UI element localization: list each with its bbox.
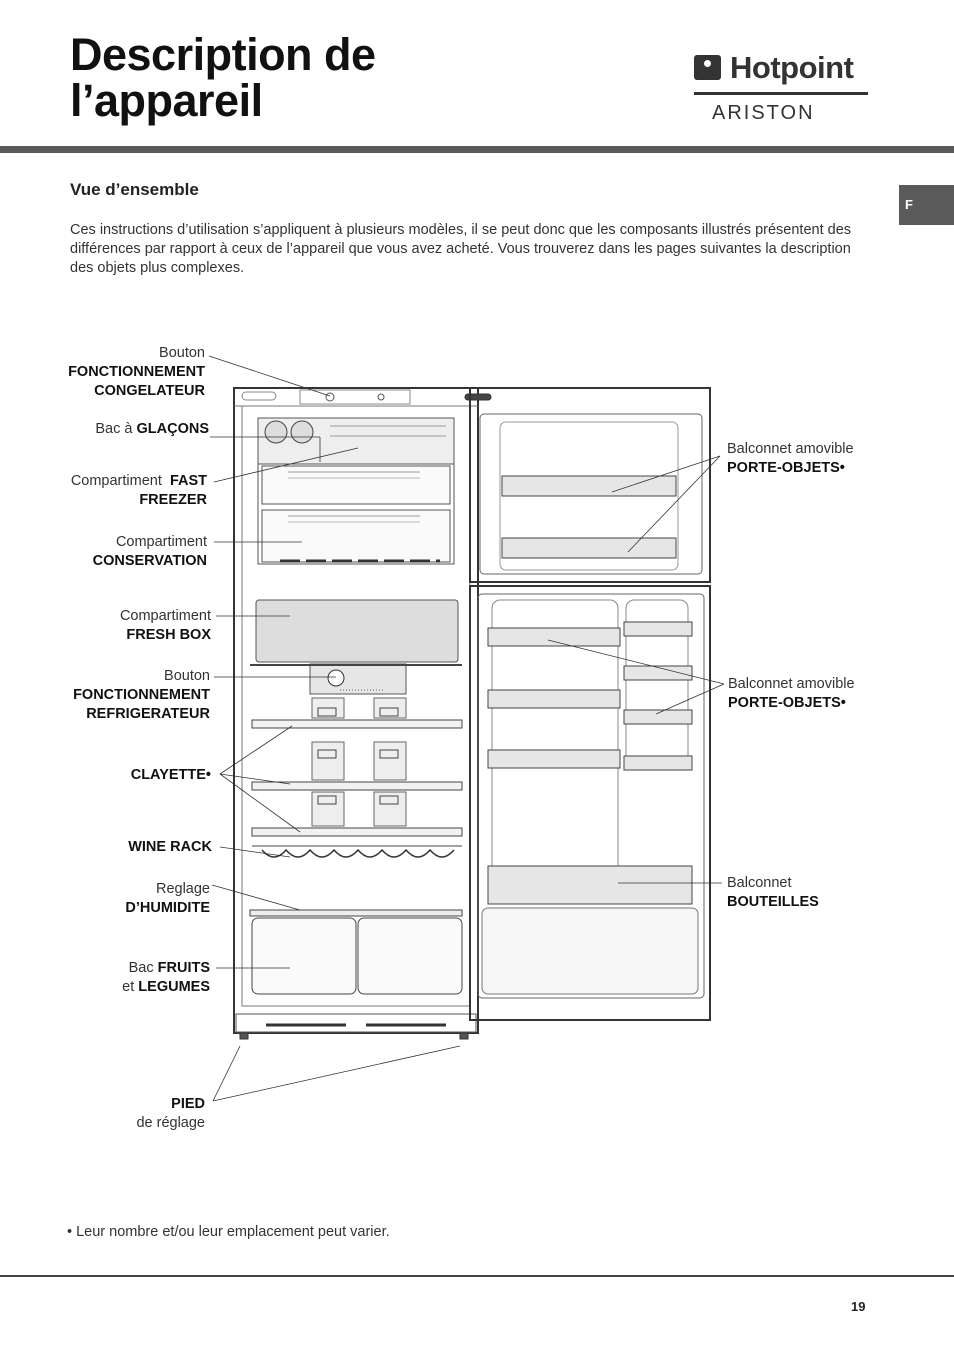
footnote: • Leur nombre et/ou leur emplacement peu… [67, 1224, 390, 1240]
door-bin-right-1 [623, 621, 693, 637]
door-bin-left-3 [487, 749, 621, 769]
label-bouton-congelateur: Bouton FONCTIONNEMENT CONGELATEUR [68, 345, 205, 399]
conservation-drawer [261, 509, 451, 563]
label-wine-rack: WINE RACK [128, 839, 212, 855]
door-bin-left-1 [487, 627, 621, 647]
freezer-door-bin-1 [501, 475, 677, 497]
veg-drawer-left [251, 917, 357, 995]
fresh-box [255, 599, 459, 663]
brand-sub: ARISTON [712, 102, 815, 124]
ice-tray-right [290, 420, 314, 444]
label-pied: PIED de réglage [136, 1096, 205, 1131]
language-tab: F [899, 185, 954, 225]
label-balconnet-haut: Balconnet amovible PORTE-OBJETS• [727, 441, 854, 476]
freezer-door [469, 387, 711, 583]
fridge-door [469, 585, 711, 1021]
brand-logo: Hotpoint ARISTON [694, 50, 868, 124]
fridge-knob [327, 669, 345, 687]
ice-tray-area [257, 417, 455, 465]
label-fast-freezer: Compartiment FAST FREEZER [70, 473, 207, 508]
freezer-door-bin-2 [501, 537, 677, 559]
intro-paragraph: Ces instructions d’utilisation s’appliqu… [70, 222, 852, 276]
veg-drawer-right [357, 917, 463, 995]
label-bouteilles: Balconnet BOUTEILLES [727, 875, 819, 910]
shelf-2 [251, 781, 463, 791]
logo-divider [694, 92, 868, 95]
label-conservation: Compartiment CONSERVATION [92, 534, 207, 569]
wine-rack [261, 848, 455, 858]
label-balconnet-milieu: Balconnet amovible PORTE-OBJETS• [728, 676, 855, 711]
footer-rule [0, 1275, 954, 1277]
top-control-strip [299, 389, 411, 405]
label-humidite: Reglage D’HUMIDITE [125, 881, 210, 916]
label-clayette: CLAYETTE• [130, 767, 211, 783]
door-bin-right-4 [623, 755, 693, 771]
label-bac-glacons: Bac à GLAÇONS [95, 421, 209, 437]
hotpoint-mark-icon [694, 55, 721, 80]
section-title: Vue d’ensemble [70, 180, 199, 199]
bottom-grille [235, 1013, 477, 1033]
label-bouton-refrigerateur: Bouton FONCTIONNEMENT REFRIGERATEUR [73, 668, 210, 722]
door-bin-left-2 [487, 689, 621, 709]
freezer-knob [325, 392, 335, 402]
shelf-3 [251, 827, 463, 837]
shelf-1 [251, 719, 463, 729]
fridge-control-panel [309, 663, 407, 695]
bottle-bin [487, 865, 693, 905]
door-bin-right-3 [623, 709, 693, 725]
leader-lines [208, 355, 725, 1102]
label-fruits-legumes: Bac FRUITS et LEGUMES [122, 960, 210, 995]
door-bin-right-2 [623, 665, 693, 681]
ice-tray-left [264, 420, 288, 444]
page-number: 19 [851, 1299, 866, 1314]
label-fresh-box: Compartiment FRESH BOX [119, 608, 211, 643]
page-title: Description de l’appareil [70, 29, 376, 126]
brand-name: Hotpoint [730, 50, 854, 85]
header-rule [0, 146, 954, 153]
